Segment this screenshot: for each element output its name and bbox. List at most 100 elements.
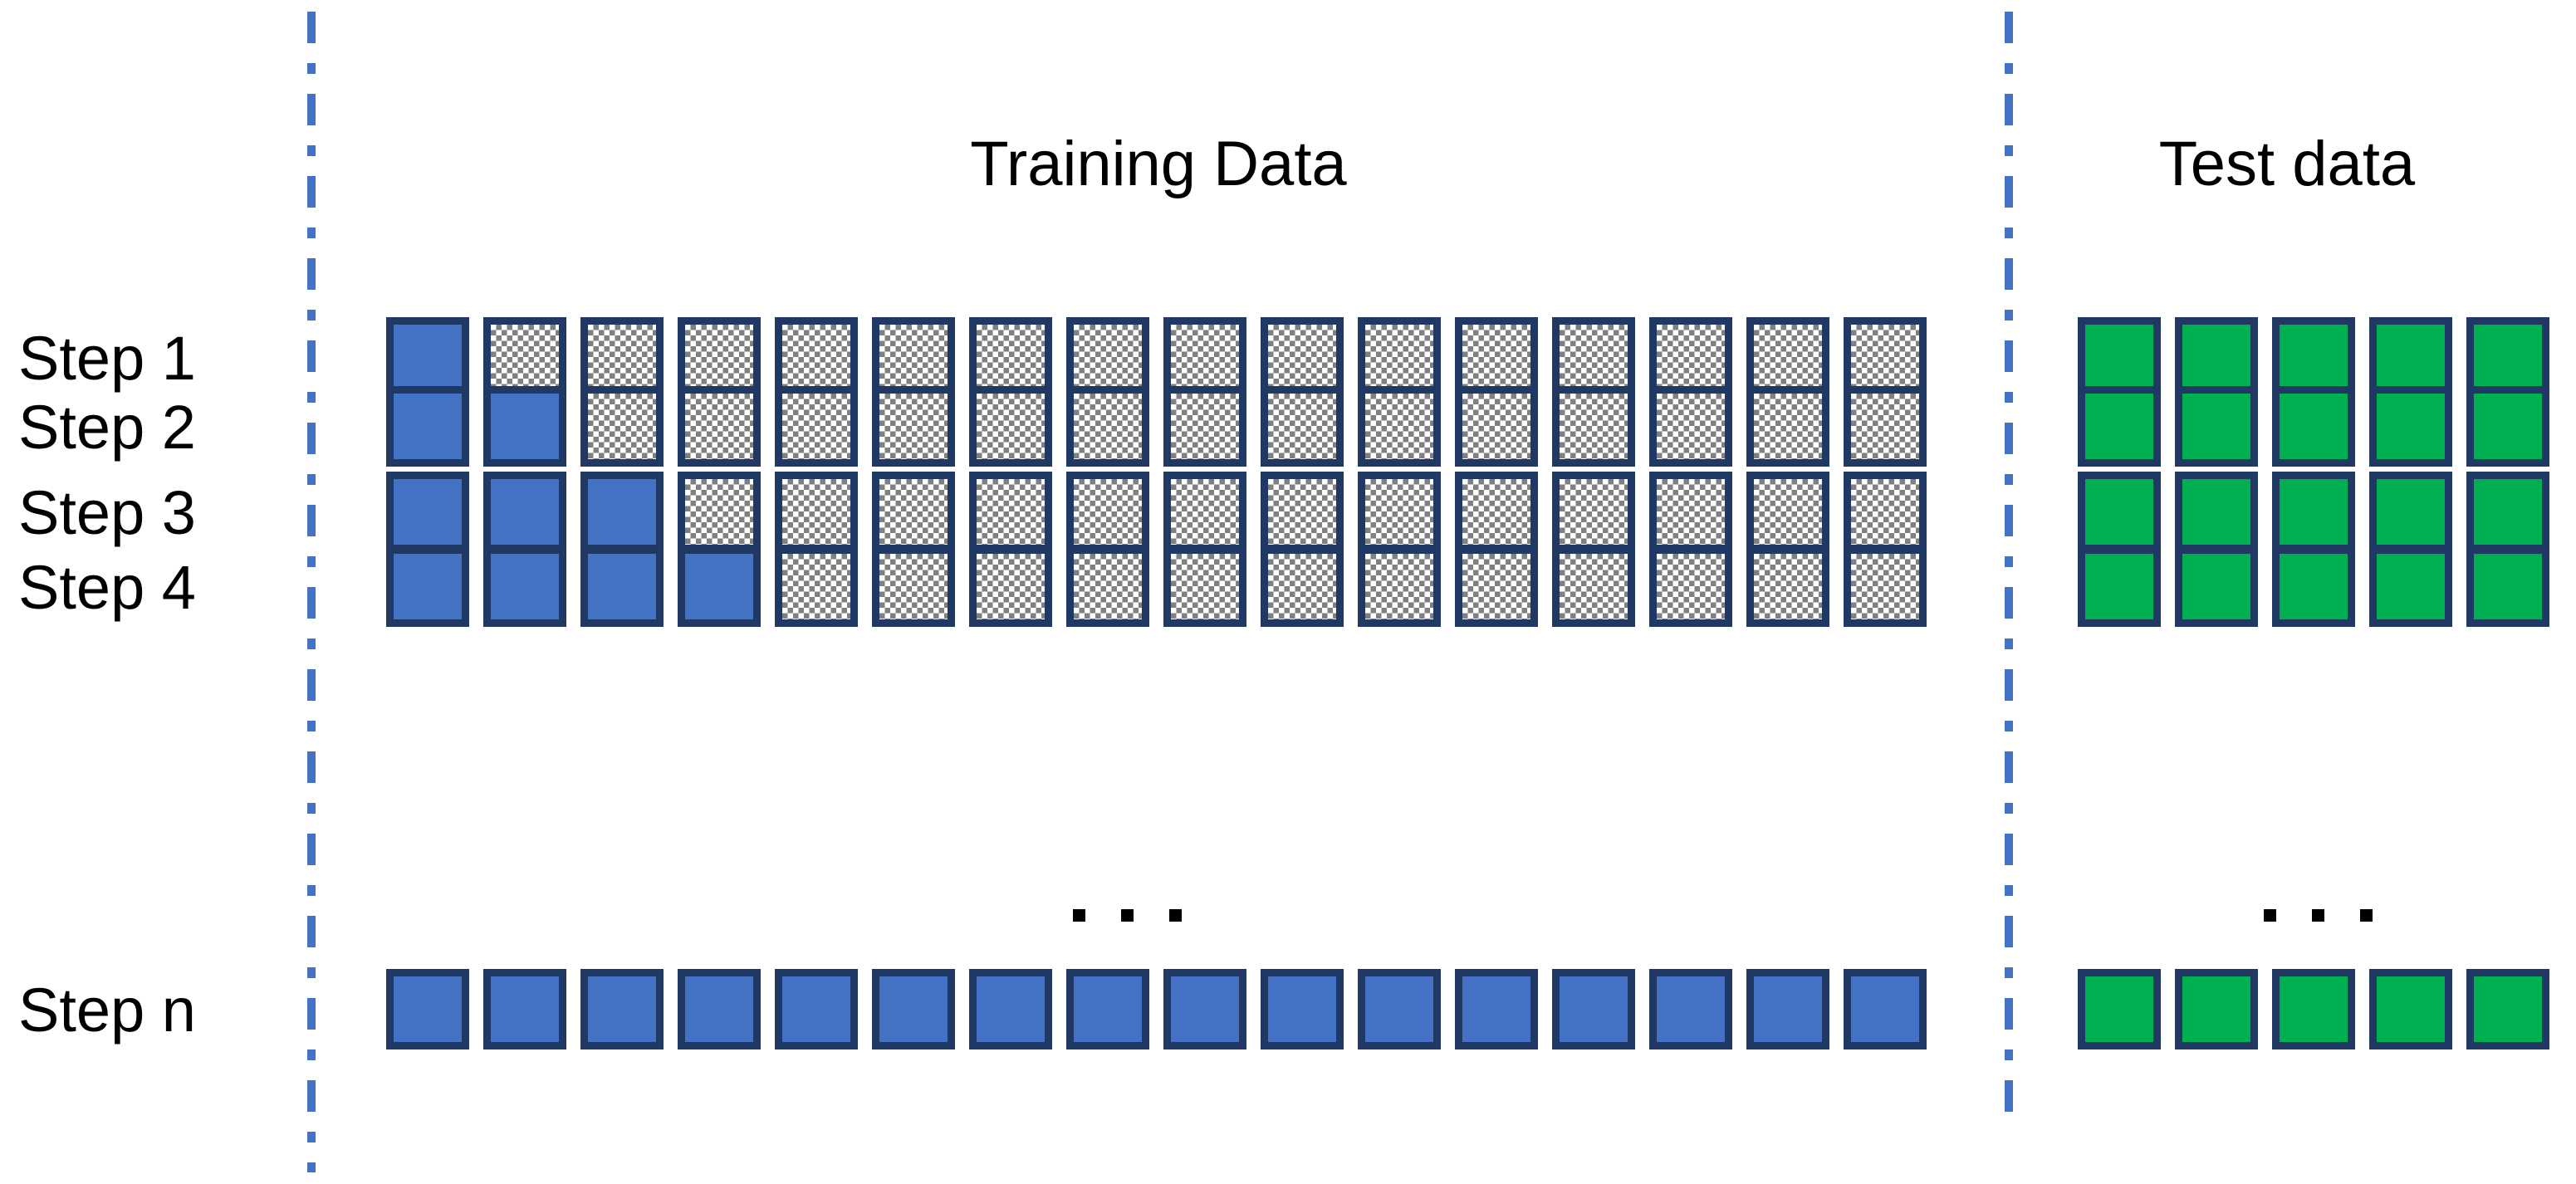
training-cell-used [386,317,469,398]
divider-segment [307,834,316,865]
training-cell-unused [969,317,1052,398]
divider-left-training-boundary [307,12,316,1172]
ellipsis-dot [1121,909,1134,922]
training-cell-used [580,472,664,552]
divider-segment [2005,967,2013,978]
divider-segment [2005,145,2013,156]
training-cell-unused [1455,386,1538,467]
divider-segment [307,340,316,372]
divider-segment [2005,94,2013,125]
divider-segment [307,258,316,290]
training-cell-unused [872,472,955,552]
training-cell-unused [1066,546,1149,627]
divider-segment [307,916,316,947]
divider-segment [307,803,316,814]
ellipsis-test [2264,909,2373,922]
divider-segment [2005,392,2013,403]
ellipsis-dot [2264,909,2276,922]
step-label-4: Step 4 [18,552,196,622]
divider-segment [2005,1080,2013,1112]
divider-segment [307,1162,316,1172]
step-label-1: Step 1 [18,323,196,393]
divider-segment [2005,721,2013,731]
divider-segment [2005,505,2013,536]
training-cell-unused [1066,472,1149,552]
training-cell-used [1261,969,1344,1049]
divider-segment [307,1080,316,1112]
training-cell-unused [1649,546,1732,627]
training-cell-unused [1358,317,1441,398]
test-cell [2078,546,2161,627]
training-cell-unused [1261,546,1344,627]
test-cell [2272,969,2355,1049]
training-cell-unused [872,546,955,627]
training-cell-used [1746,969,1829,1049]
divider-segment [307,1049,316,1060]
training-cell-unused [483,317,566,398]
divider-segment [307,228,316,238]
training-data-title: Training Data [970,129,1347,199]
divider-segment [2005,423,2013,454]
training-cell-unused [1358,546,1441,627]
training-cell-unused [1455,546,1538,627]
training-cell-used [1552,969,1635,1049]
training-cell-used [1358,969,1441,1049]
divider-segment [2005,803,2013,814]
divider-segment [2005,63,2013,74]
divider-segment [2005,474,2013,485]
training-cell-unused [1552,386,1635,467]
training-cell-unused [969,472,1052,552]
divider-segment [307,423,316,454]
divider-segment [2005,556,2013,567]
training-cell-used [969,969,1052,1049]
training-cell-unused [1746,472,1829,552]
divider-segment [307,885,316,896]
test-cell [2369,969,2452,1049]
test-cell [2078,472,2161,552]
training-cell-unused [1066,386,1149,467]
training-cell-used [483,386,566,467]
training-cell-unused [678,472,761,552]
divider-segment [2005,176,2013,208]
training-cell-used [678,546,761,627]
training-cell-unused [1261,472,1344,552]
ellipsis-dot [2360,909,2373,922]
training-cell-unused [1358,472,1441,552]
training-cell-unused [1844,317,1927,398]
training-cell-used [872,969,955,1049]
divider-segment [2005,228,2013,238]
test-cell [2466,472,2549,552]
test-cell [2175,969,2258,1049]
divider-segment [307,63,316,74]
training-cell-unused [1163,472,1246,552]
training-cell-unused [969,546,1052,627]
test-cell [2369,386,2452,467]
training-cell-unused [1358,386,1441,467]
training-cell-used [580,546,664,627]
divider-segment [2005,587,2013,619]
training-cell-used [386,472,469,552]
training-cell-unused [1455,472,1538,552]
divider-segment [307,587,316,619]
divider-segment [307,998,316,1030]
divider-segment [2005,638,2013,649]
divider-right-test-boundary [2005,12,2013,1119]
training-cell-unused [1552,472,1635,552]
training-cell-unused [775,386,858,467]
divider-segment [307,176,316,208]
training-cell-unused [1844,472,1927,552]
training-cell-unused [1552,546,1635,627]
step-label-5: Step n [18,975,196,1045]
training-cell-unused [775,317,858,398]
training-cell-used [386,546,469,627]
divider-segment [307,310,316,320]
divider-segment [2005,340,2013,372]
divider-segment [307,1132,316,1142]
step-label-2: Step 2 [18,392,196,462]
training-cell-used [678,969,761,1049]
ellipsis-dot [1073,909,1085,922]
divider-segment [2005,12,2013,43]
training-cell-used [1163,969,1246,1049]
training-cell-unused [1844,546,1927,627]
test-cell [2272,546,2355,627]
